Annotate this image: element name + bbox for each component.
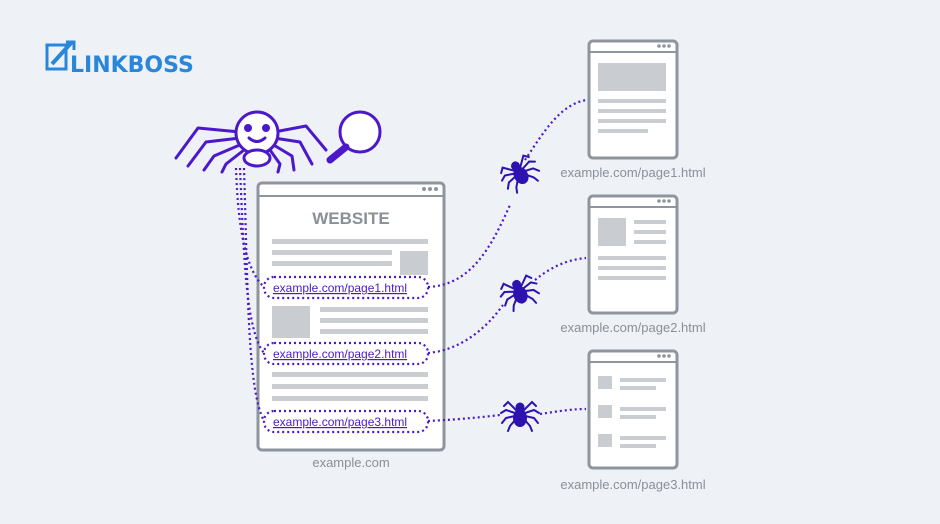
spider-leg <box>523 400 537 411</box>
small-spider-icon-2 <box>499 274 540 313</box>
page-1-caption: example.com/page1.html <box>560 165 705 180</box>
spider-leg <box>503 400 517 411</box>
brand-logo[interactable]: LINKBOSS <box>45 40 194 78</box>
website-link-1[interactable]: example.com/page1.html <box>262 275 430 300</box>
magnifier-icon <box>326 110 382 164</box>
spider-head <box>515 402 525 412</box>
spider-leg <box>500 408 516 414</box>
website-link-1-text[interactable]: example.com/page1.html <box>273 281 407 295</box>
crawler-descent-paths <box>234 167 265 422</box>
page-window-3: example.com/page3.html <box>560 349 706 492</box>
main-website-window: WEBSITE example.com <box>256 181 446 470</box>
spider-leg <box>501 415 516 424</box>
spider-leg <box>522 281 538 290</box>
page-window-1: example.com/page1.html <box>560 39 706 180</box>
website-link-2-text[interactable]: example.com/page2.html <box>273 347 407 361</box>
spider-leg <box>500 282 515 290</box>
page-2-caption: example.com/page2.html <box>560 320 705 335</box>
crawl-path-page2 <box>427 256 587 355</box>
spider-body <box>513 285 528 304</box>
website-link-3-text[interactable]: example.com/page3.html <box>273 415 407 429</box>
spider-leg <box>506 175 517 190</box>
small-spider-icon-3 <box>500 400 540 432</box>
spider-leg <box>519 154 530 168</box>
spider-leg <box>524 408 540 414</box>
spider-leg <box>504 293 516 307</box>
spider-body <box>513 409 527 427</box>
website-link-2[interactable]: example.com/page2.html <box>262 341 430 366</box>
spider-leg <box>524 415 539 424</box>
spider-leg <box>499 290 515 298</box>
website-title: WEBSITE <box>312 209 389 228</box>
small-spider-icon-1 <box>500 154 541 194</box>
page-3-caption: example.com/page3.html <box>560 477 705 492</box>
spider-leg <box>521 160 536 170</box>
spider-leg <box>500 166 515 175</box>
spider-leg <box>520 274 533 287</box>
spider-leg <box>523 288 540 295</box>
crawl-path-page1 <box>427 98 587 289</box>
spider-body <box>513 166 529 185</box>
spider-leg <box>523 167 541 173</box>
crawl-path-page3 <box>427 407 587 423</box>
linkboss-logo-icon <box>45 40 76 71</box>
website-link-3[interactable]: example.com/page3.html <box>262 409 430 434</box>
page-window-2: example.com/page2.html <box>560 194 706 335</box>
spider-head <box>512 279 522 289</box>
spider-head <box>511 161 520 171</box>
crawler-spider-icon <box>174 110 328 174</box>
brand-name: LINKBOSS <box>70 53 194 78</box>
website-caption: example.com <box>312 455 389 470</box>
spider-leg <box>501 172 516 182</box>
